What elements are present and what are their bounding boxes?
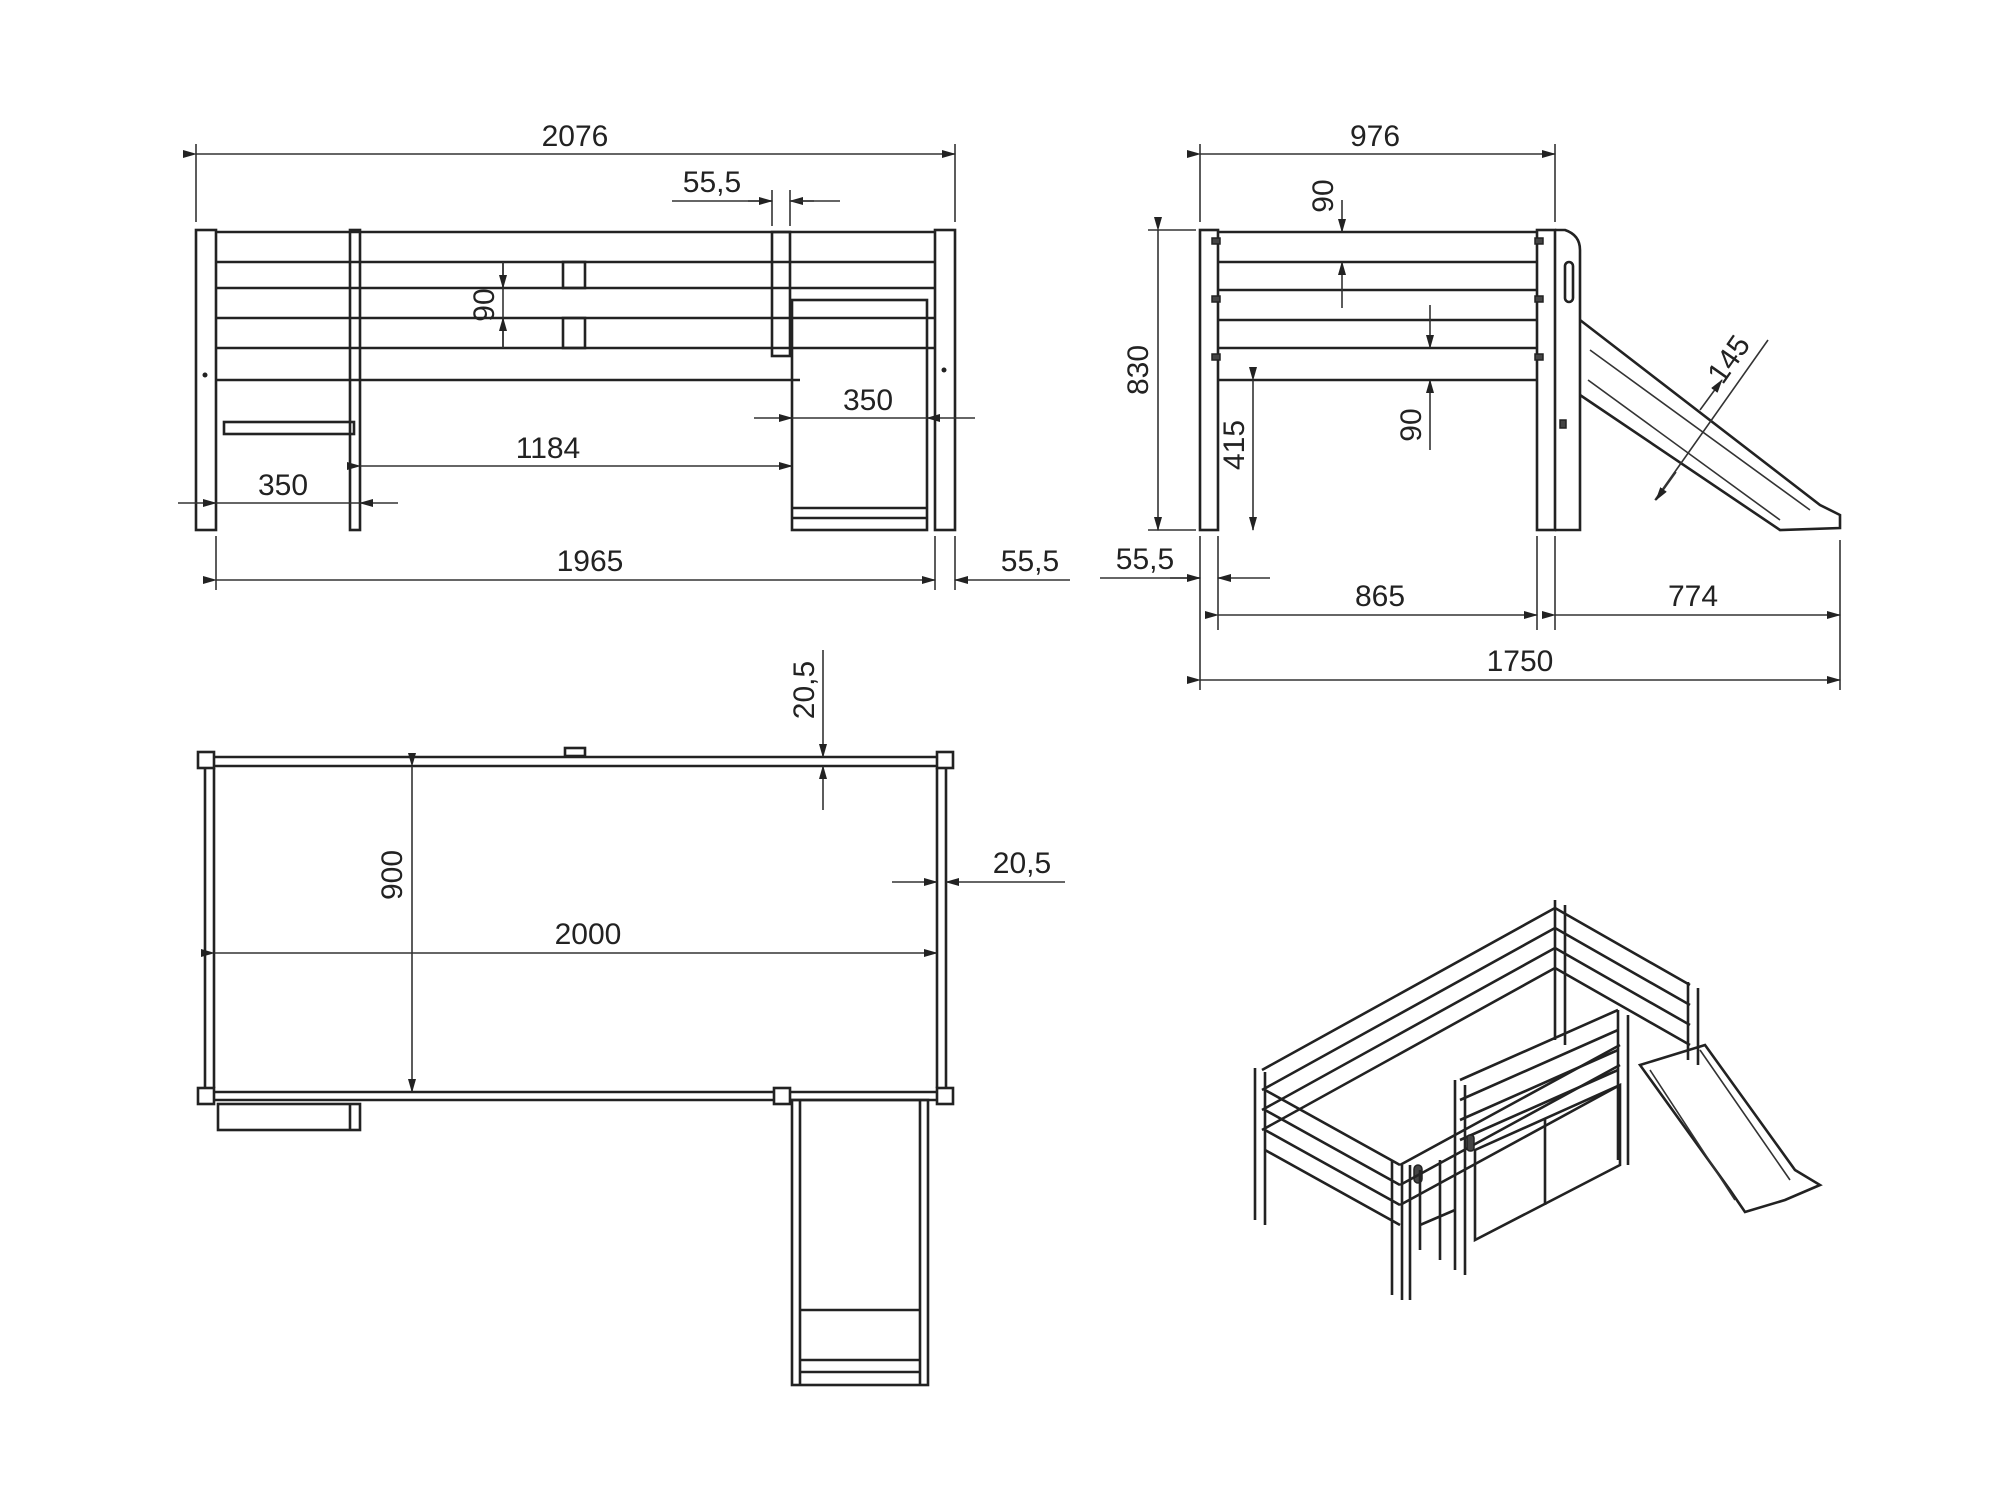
front-post-width-right: 55,5	[1001, 545, 1059, 578]
side-slide-ramp	[1579, 318, 1842, 532]
side-slide-reach: 774	[1668, 580, 1718, 613]
side-overall-height: 830	[1122, 345, 1155, 395]
top-edge-offset-top: 20,5	[788, 661, 821, 719]
iso-front-post	[1390, 1160, 1412, 1300]
side-slide-width: 145	[1701, 330, 1757, 390]
front-rail-height: 90	[468, 288, 501, 321]
side-overall-width: 976	[1350, 120, 1400, 153]
top-inner-width: 900	[376, 850, 409, 900]
front-slide-post	[770, 230, 792, 358]
front-ladder-post	[348, 228, 362, 532]
top-slide	[790, 1098, 930, 1387]
front-post-width-top: 55,5	[683, 166, 741, 199]
top-inner-length: 2000	[555, 918, 622, 951]
side-view: 976 90 830 145 90 415 55,5 865	[1100, 120, 1842, 690]
side-rail-height-top: 90	[1307, 179, 1340, 212]
top-corner-post	[196, 750, 216, 770]
front-slide-width: 350	[843, 384, 893, 417]
front-view: 2076 55,5 90 350 1184 350 1965	[178, 120, 1070, 590]
side-left-post	[1198, 228, 1220, 532]
front-inner-length: 1965	[557, 545, 624, 578]
side-rail-height-lower: 90	[1395, 408, 1428, 441]
side-total-span: 1750	[1487, 645, 1554, 678]
side-inner-width: 865	[1355, 580, 1405, 613]
iso-ladder	[1418, 1160, 1456, 1260]
side-right-post	[1535, 228, 1557, 532]
front-left-post	[194, 228, 218, 532]
isometric-view	[1253, 900, 1823, 1300]
front-ladder-width: 350	[258, 469, 308, 502]
iso-left-post	[1253, 1068, 1267, 1225]
top-view: 20,5 900 20,5 2000	[196, 650, 1065, 1387]
side-slide-board	[1555, 228, 1582, 532]
front-right-post	[933, 228, 957, 532]
top-edge-offset-right: 20,5	[993, 847, 1051, 880]
iso-slide	[1637, 1043, 1823, 1214]
side-post-width-left: 55,5	[1116, 543, 1174, 576]
front-rail-block	[561, 260, 587, 290]
side-under-height: 415	[1218, 420, 1251, 470]
iso-back-post	[1553, 900, 1567, 1045]
iso-drawers	[1473, 1082, 1622, 1243]
front-ladder-step	[222, 420, 356, 436]
top-ladder	[216, 1102, 362, 1132]
front-ladder-gap: 1184	[516, 432, 581, 465]
side-bolts	[1211, 237, 1544, 361]
front-overall-length: 2076	[542, 120, 609, 153]
